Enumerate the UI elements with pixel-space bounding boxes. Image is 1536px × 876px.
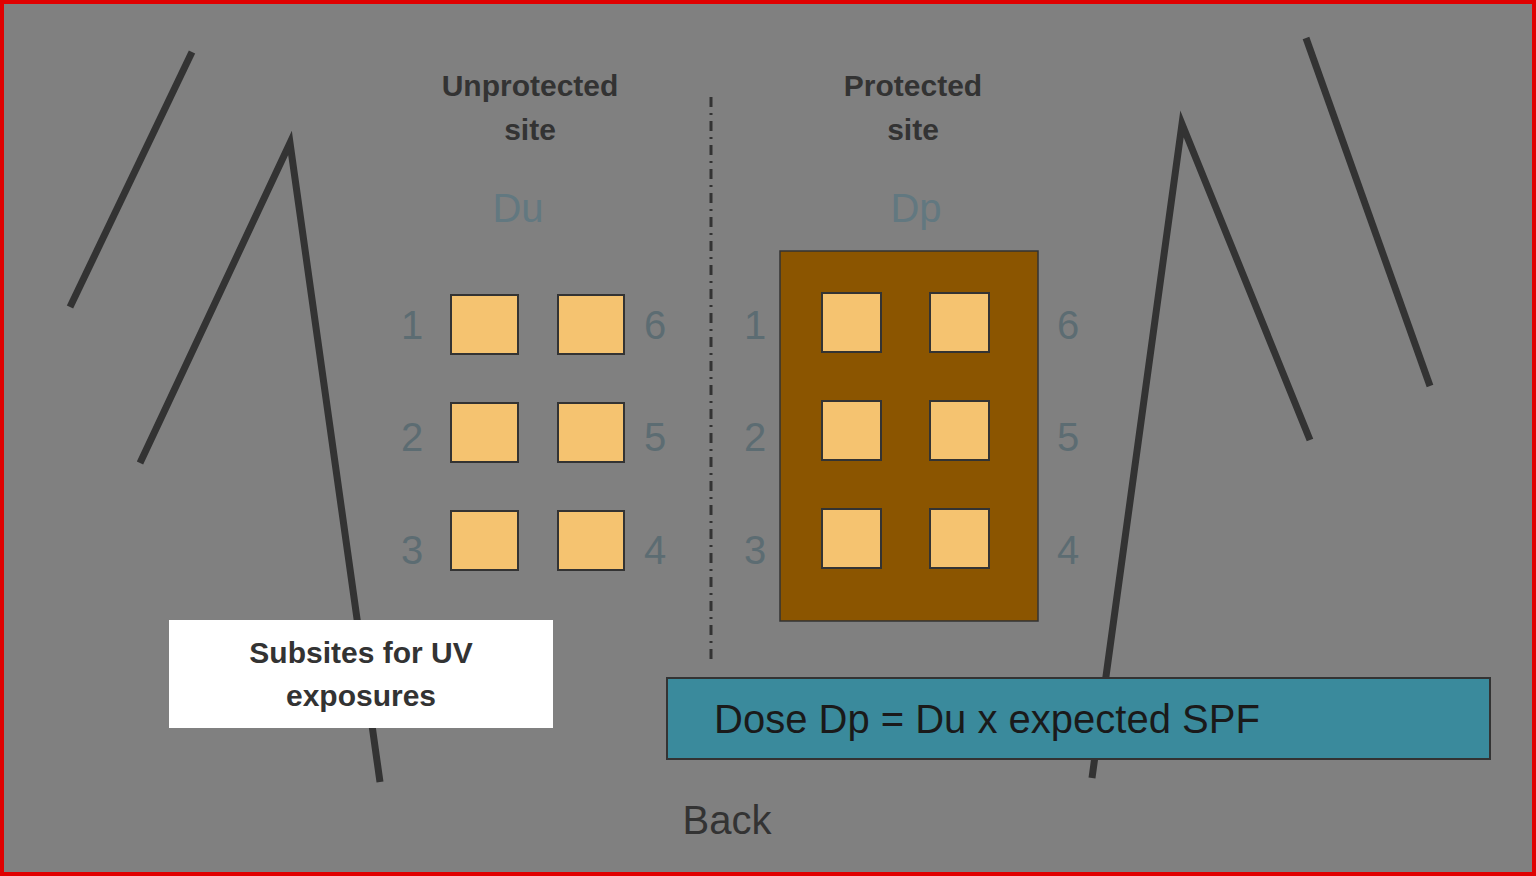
subsite-squares [451,293,989,570]
subsite-number: 6 [1057,305,1079,345]
subsite-number: 5 [1057,417,1079,457]
formula-box: Dose Dp = Du x expected SPF [666,677,1491,760]
protected-area [780,251,1038,621]
subsite-number: 2 [401,417,423,457]
body-label: Back [683,800,772,840]
subsite-number: 1 [744,305,766,345]
dose-label: Dp [890,188,941,228]
subsite-number: 6 [644,305,666,345]
subsite-number: 1 [401,305,423,345]
dose-label: Du [492,188,543,228]
subsite-number: 3 [744,530,766,570]
subsite-number: 4 [1057,530,1079,570]
box-text: Dose Dp = Du x expected SPF [714,690,1260,748]
subsite-number: 2 [744,417,766,457]
subsite-number: 3 [401,530,423,570]
box-text: Subsites for UV exposures [211,631,511,718]
back-outline [70,38,1430,782]
site-heading: Protected site [818,64,1008,151]
note-box: Subsites for UV exposures [169,620,553,728]
site-heading: Unprotected site [423,64,638,151]
subsite-number: 5 [644,417,666,457]
midline [710,97,713,665]
subsite-number: 4 [644,530,666,570]
